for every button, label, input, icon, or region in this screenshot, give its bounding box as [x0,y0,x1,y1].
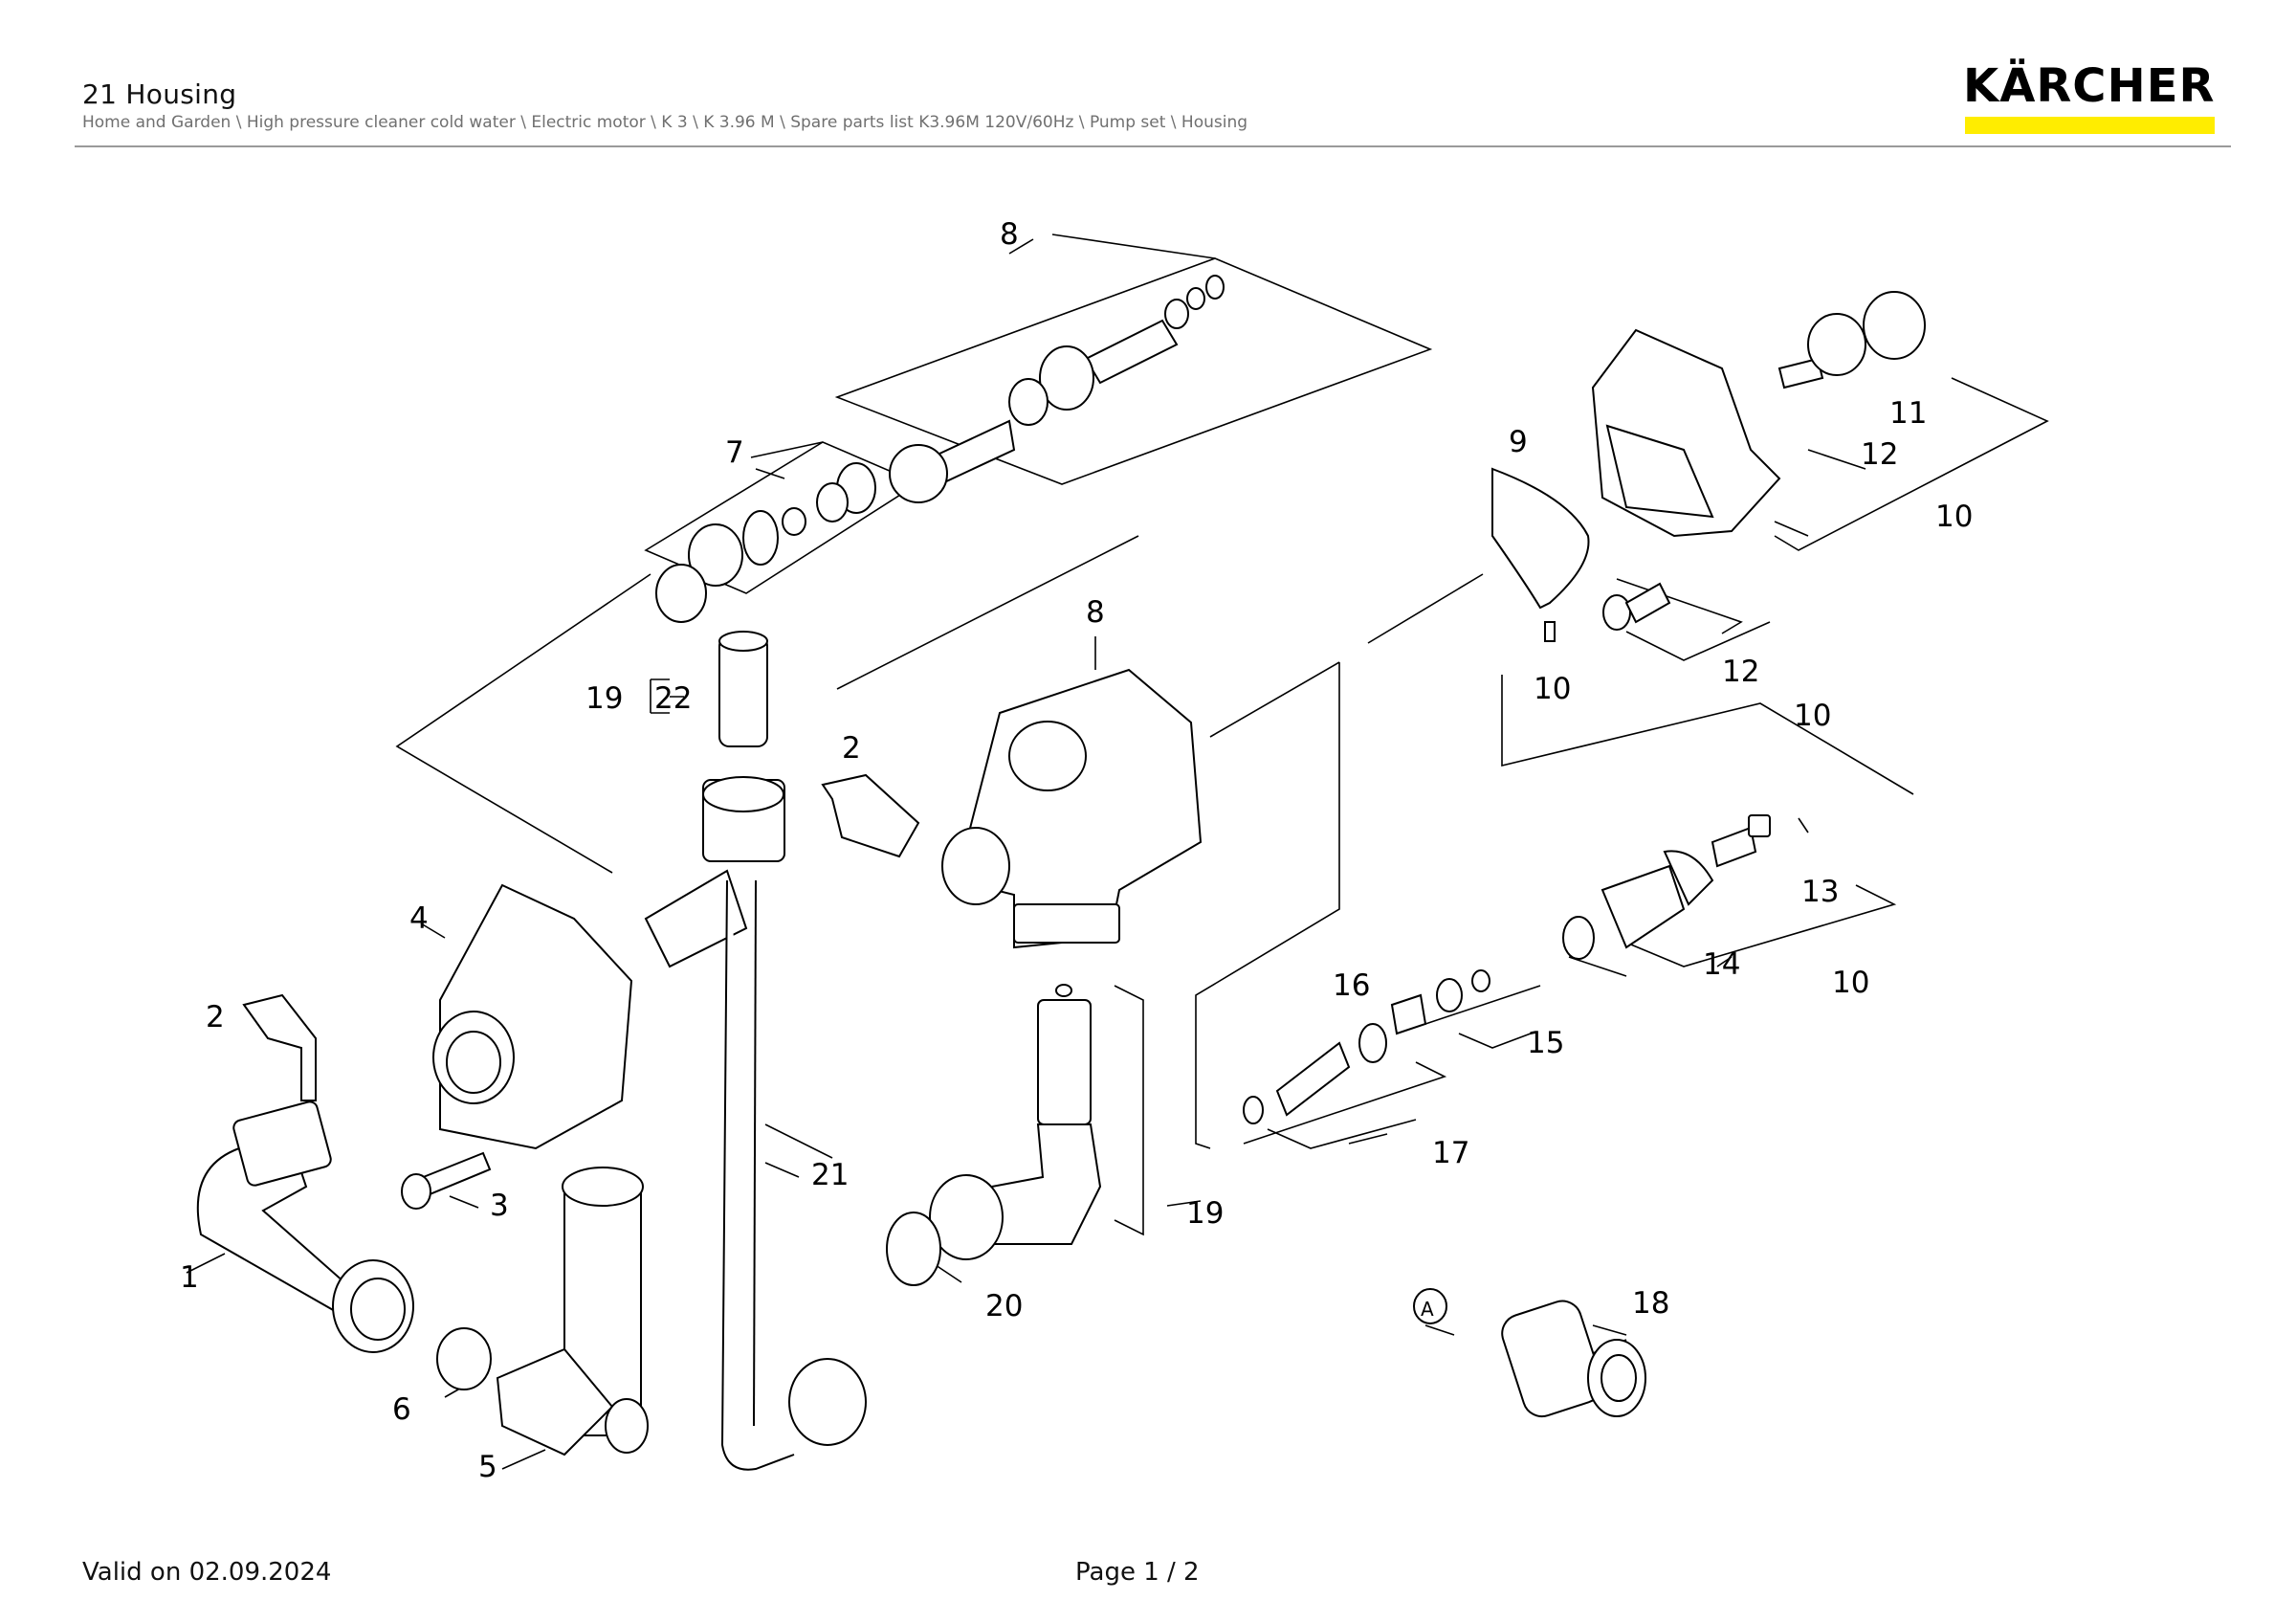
callout-3: 3 [490,1189,509,1223]
callout-12-mid: 12 [1722,655,1759,689]
callout-10-mid: 10 [1794,699,1831,733]
callout-8-mid: 8 [1086,595,1105,630]
brand-logo-bar [1965,117,2215,134]
marker-a: A [1421,1298,1434,1321]
callout-2-left: 2 [206,1000,225,1034]
callout-4: 4 [409,901,429,936]
callout-10-seal: 10 [1534,672,1571,706]
callout-12-top: 12 [1861,437,1898,472]
callout-5: 5 [478,1450,497,1484]
callout-10-top: 10 [1935,500,1973,534]
callout-16: 16 [1333,968,1370,1003]
page-number: Page 1 / 2 [1075,1558,1200,1587]
callout-19-top: 19 [585,681,623,716]
callout-9: 9 [1509,425,1528,459]
breadcrumb: Home and Garden \ High pressure cleaner … [82,113,1248,132]
callout-18: 18 [1632,1286,1669,1321]
callout-15: 15 [1527,1026,1564,1060]
callout-20: 20 [985,1289,1023,1323]
callout-7: 7 [725,435,744,470]
callout-13: 13 [1801,875,1839,909]
brand-logo: KÄRCHER [1963,59,2216,113]
page-title: 21 Housing [82,78,237,110]
callout-22: 22 [654,681,692,716]
callout-10-low: 10 [1832,966,1869,1000]
callout-8-top: 8 [1000,217,1019,252]
callout-21: 21 [811,1158,849,1192]
callout-1: 1 [180,1260,199,1295]
callout-6: 6 [392,1392,411,1427]
validity-date: Valid on 02.09.2024 [82,1558,332,1587]
callout-11: 11 [1889,396,1927,431]
callout-17: 17 [1432,1136,1469,1170]
callout-19-right: 19 [1186,1196,1224,1231]
callout-14: 14 [1703,947,1740,982]
header-divider [75,145,2231,147]
callout-2-center: 2 [842,731,861,766]
